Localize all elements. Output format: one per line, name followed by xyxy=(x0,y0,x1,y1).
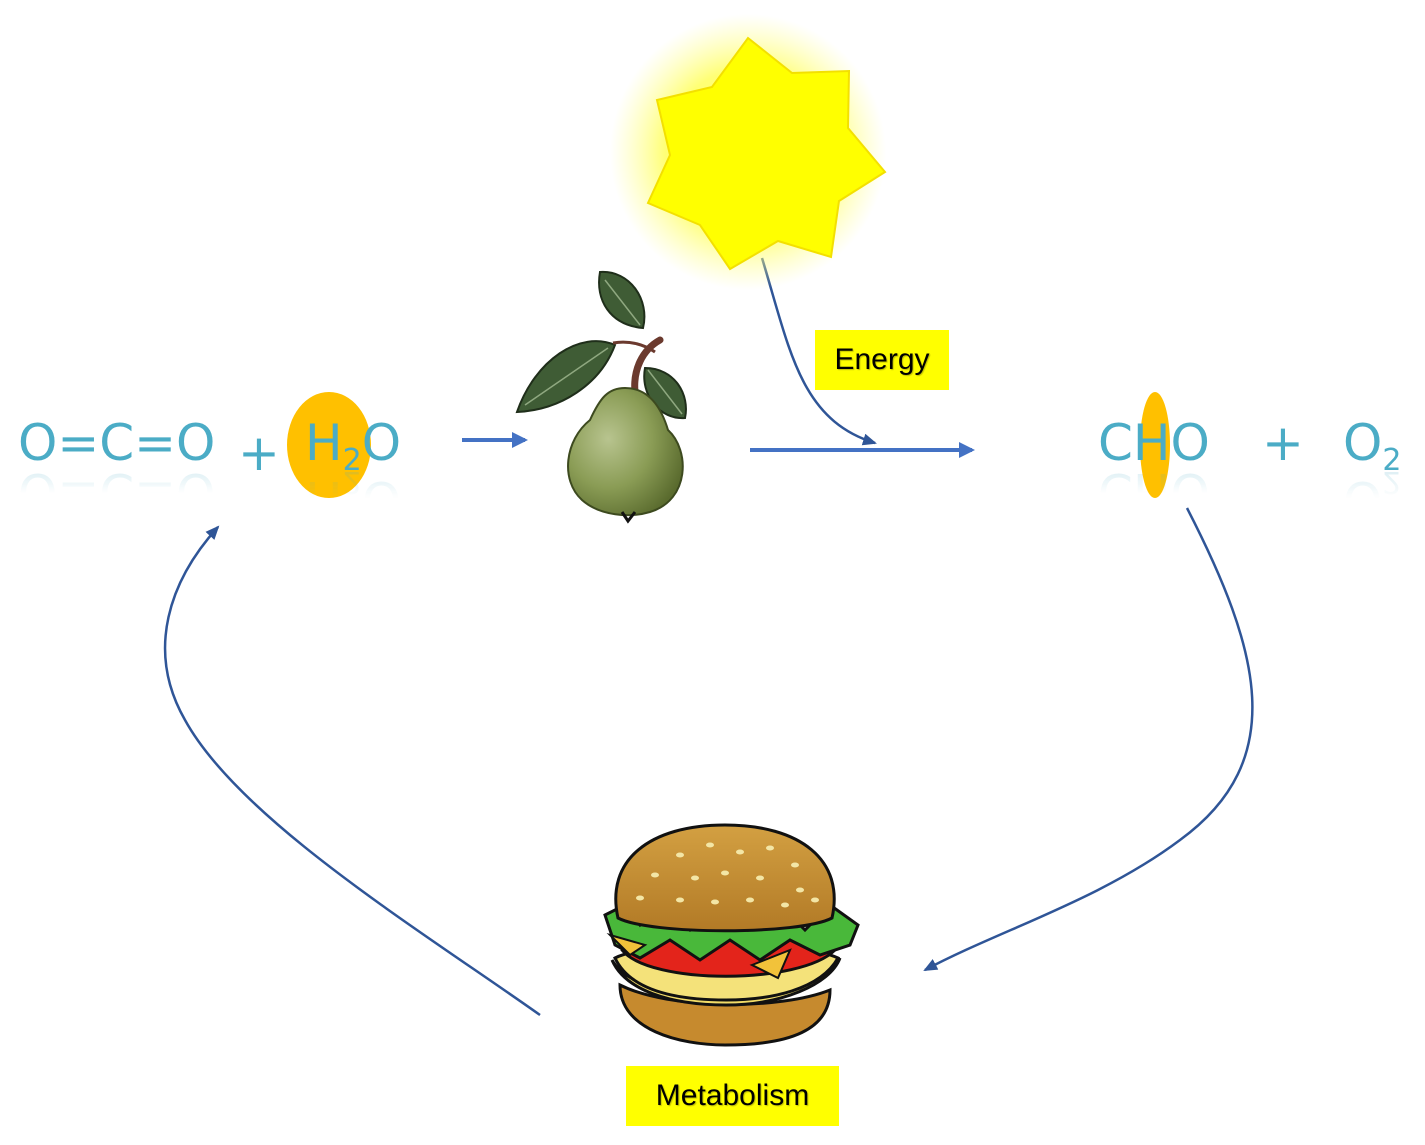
oxygen-subscript: 2 xyxy=(1382,443,1402,478)
energy-label-text: Energy xyxy=(834,343,930,376)
carbohydrate-hydrogen-highlight xyxy=(1140,392,1170,498)
energy-label: Energy xyxy=(815,330,949,390)
energy-arrow xyxy=(760,257,877,446)
carb-o: O xyxy=(1170,414,1210,472)
carbohydrate-reflection: CHO xyxy=(1098,462,1210,520)
water-o: O xyxy=(361,414,402,472)
water-reflection: H2O xyxy=(305,464,402,528)
plus-text: + xyxy=(238,424,280,482)
products-to-food-arrow xyxy=(923,507,1254,972)
metabolism-label: Metabolism xyxy=(626,1066,839,1126)
metabolism-label-text: Metabolism xyxy=(655,1079,810,1112)
metabolism-to-reactants-arrow xyxy=(163,525,541,1017)
carbohydrate-formula: CHO xyxy=(1098,418,1210,468)
oxygen-formula: O2 xyxy=(1343,418,1401,476)
carb-h: H xyxy=(1132,414,1171,472)
oxygen-reflection: O2 xyxy=(1343,464,1402,528)
water-formula: H2O xyxy=(305,418,401,476)
plus-sign-reactants: + xyxy=(238,428,280,478)
carbon-dioxide-formula: O=C=O xyxy=(18,418,215,468)
water-h: H xyxy=(305,414,343,472)
carbon-dioxide-reflection: O=C=O xyxy=(18,462,216,520)
carb-c: C xyxy=(1098,414,1133,472)
water-subscript: 2 xyxy=(342,443,362,478)
water-hydrogen-highlight xyxy=(287,392,371,498)
oxygen-o: O xyxy=(1343,414,1383,472)
plus-sign-products: + xyxy=(1262,418,1304,468)
carbon-dioxide-text: O=C=O xyxy=(18,414,216,472)
plus-text: + xyxy=(1262,414,1304,472)
